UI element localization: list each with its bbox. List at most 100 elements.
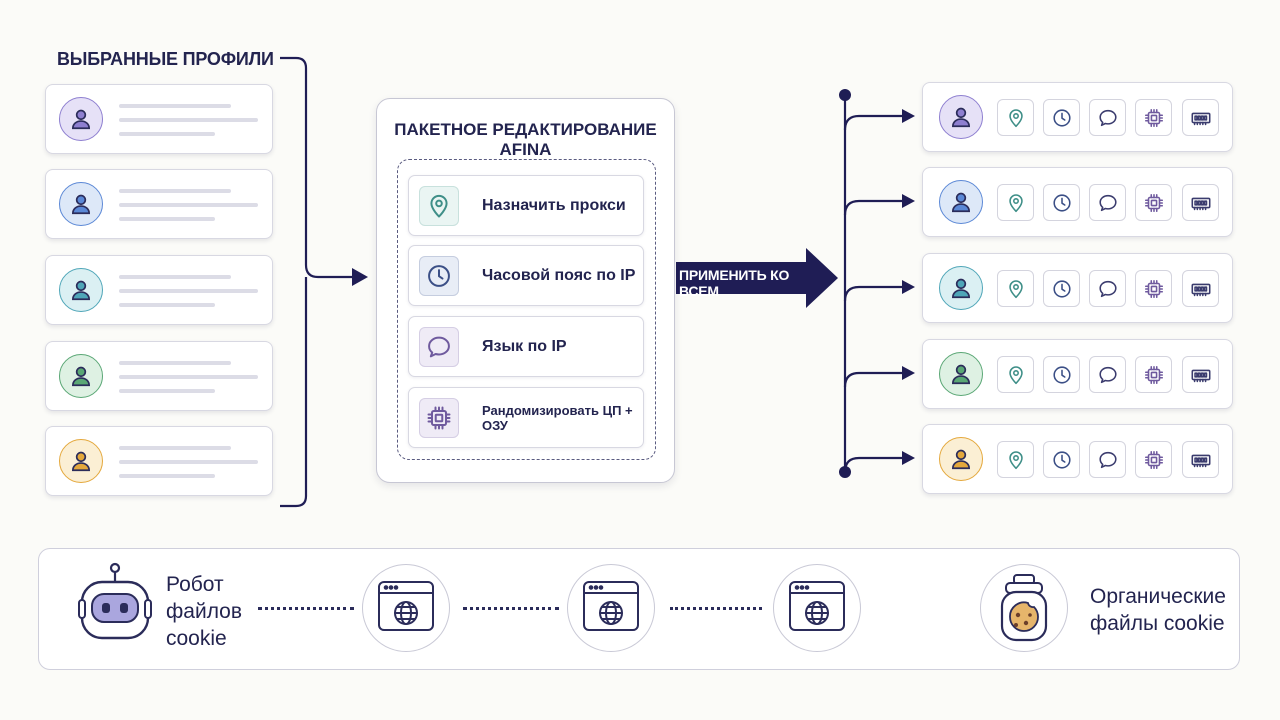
branch-arrowhead: [902, 451, 915, 465]
chat-bubble-icon: [1089, 441, 1126, 478]
batch-option-label: Язык по IP: [482, 337, 567, 355]
avatar: [59, 268, 103, 312]
location-pin-icon: [997, 184, 1034, 221]
dotted-connector-1: [258, 607, 354, 610]
selected-profile-card[interactable]: [45, 169, 273, 239]
batch-option[interactable]: Рандомизировать ЦП + ОЗУ: [408, 387, 644, 448]
dotted-connector-3: [670, 607, 762, 610]
selected-profile-card[interactable]: [45, 255, 273, 325]
selected-profile-card[interactable]: [45, 341, 273, 411]
location-pin-icon: [419, 186, 459, 226]
profile-placeholder-line: [119, 275, 231, 279]
avatar: [939, 352, 983, 396]
avatar: [59, 354, 103, 398]
profile-placeholder-line: [119, 303, 215, 307]
profile-placeholder-line: [119, 389, 215, 393]
profile-placeholder-line: [119, 361, 231, 365]
avatar: [939, 180, 983, 224]
avatar: [939, 266, 983, 310]
cpu-chip-icon: [1135, 356, 1172, 393]
location-pin-icon: [997, 356, 1034, 393]
profile-placeholder-line: [119, 289, 258, 293]
clock-icon: [419, 256, 459, 296]
distribution-branch: [843, 199, 904, 216]
configured-profile-card[interactable]: [922, 339, 1233, 409]
apply-arrow: [676, 248, 838, 308]
profile-placeholder-line: [119, 104, 231, 108]
memory-ram-icon: [1182, 356, 1219, 393]
browser-globe-icon: [582, 580, 640, 637]
profile-placeholder-line: [119, 474, 215, 478]
clock-icon: [1043, 270, 1080, 307]
browser-circle: [773, 564, 861, 652]
selected-profiles-title: ВЫБРАННЫЕ ПРОФИЛИ: [57, 49, 274, 69]
batch-option-label: Часовой пояс по IP: [482, 266, 636, 284]
clock-icon: [1043, 441, 1080, 478]
batch-options-group: [397, 159, 656, 460]
browser-globe-icon: [377, 580, 435, 637]
batch-option[interactable]: Часовой пояс по IP: [408, 245, 644, 306]
trunk-top-dot: [839, 89, 851, 101]
selected-profile-card[interactable]: [45, 426, 273, 496]
chat-bubble-icon: [1089, 270, 1126, 307]
batch-option[interactable]: Язык по IP: [408, 316, 644, 377]
configured-profile-card[interactable]: [922, 82, 1233, 152]
distribution-branch: [843, 371, 904, 388]
robot-icon: [76, 560, 154, 646]
dotted-connector-2: [463, 607, 559, 610]
avatar: [59, 97, 103, 141]
batch-option[interactable]: Назначить прокси: [408, 175, 644, 236]
memory-ram-icon: [1182, 184, 1219, 221]
branch-arrowhead: [902, 280, 915, 294]
browser-globe-icon: [788, 580, 846, 637]
cpu-chip-icon: [419, 398, 459, 438]
distribution-branch: [843, 456, 904, 473]
distribution-branch: [843, 114, 904, 131]
profile-placeholder-line: [119, 189, 231, 193]
profiles-bracket: [280, 56, 352, 508]
cookie-jar-circle: [980, 564, 1068, 652]
batch-option-label: Назначить прокси: [482, 196, 626, 214]
profile-placeholder-line: [119, 375, 258, 379]
batch-edit-title: ПАКЕТНОЕ РЕДАКТИРОВАНИЕ AFINA: [394, 120, 657, 159]
location-pin-icon: [997, 99, 1034, 136]
memory-ram-icon: [1182, 99, 1219, 136]
bracket-arrowhead: [352, 268, 368, 286]
memory-ram-icon: [1182, 270, 1219, 307]
configured-profile-card[interactable]: [922, 424, 1233, 494]
memory-ram-icon: [1182, 441, 1219, 478]
cpu-chip-icon: [1135, 441, 1172, 478]
cpu-chip-icon: [1135, 99, 1172, 136]
batch-edit-panel: ПАКЕТНОЕ РЕДАКТИРОВАНИЕ AFINA Назначить …: [376, 98, 675, 483]
profile-placeholder-line: [119, 118, 258, 122]
chat-bubble-icon: [419, 327, 459, 367]
profile-placeholder-line: [119, 132, 215, 136]
distribution-branch: [843, 285, 904, 302]
cpu-chip-icon: [1135, 270, 1172, 307]
profile-placeholder-line: [119, 446, 231, 450]
profile-placeholder-line: [119, 460, 258, 464]
clock-icon: [1043, 184, 1080, 221]
branch-arrowhead: [902, 366, 915, 380]
cpu-chip-icon: [1135, 184, 1172, 221]
clock-icon: [1043, 99, 1080, 136]
location-pin-icon: [997, 270, 1034, 307]
configured-profile-card[interactable]: [922, 167, 1233, 237]
batch-option-label: Рандомизировать ЦП + ОЗУ: [482, 402, 633, 433]
branch-arrowhead: [902, 109, 915, 123]
avatar: [939, 95, 983, 139]
browser-circle: [362, 564, 450, 652]
chat-bubble-icon: [1089, 99, 1126, 136]
selected-profile-card[interactable]: [45, 84, 273, 154]
cookie-jar-icon: [1000, 574, 1048, 642]
chat-bubble-icon: [1089, 356, 1126, 393]
configured-profile-card[interactable]: [922, 253, 1233, 323]
browser-circle: [567, 564, 655, 652]
branch-arrowhead: [902, 194, 915, 208]
chat-bubble-icon: [1089, 184, 1126, 221]
profile-placeholder-line: [119, 217, 215, 221]
cookie-robot-label: Робот файлов cookie: [166, 573, 243, 650]
avatar: [59, 439, 103, 483]
location-pin-icon: [997, 441, 1034, 478]
